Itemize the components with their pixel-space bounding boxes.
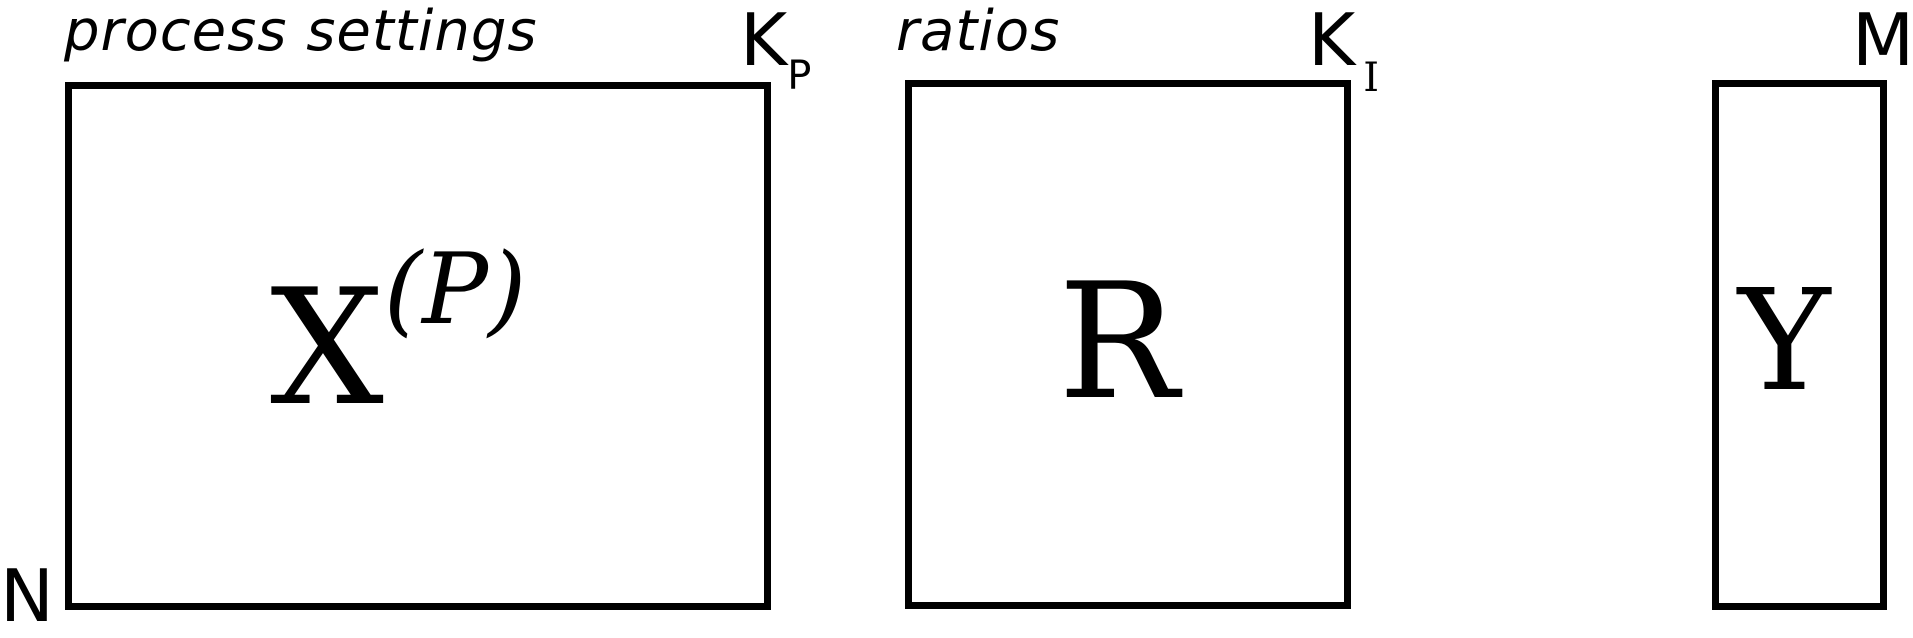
matrix-x-box <box>65 82 771 610</box>
x-rows-dim: N <box>0 554 54 638</box>
matrix-y-box <box>1712 80 1887 610</box>
matrix-r-box <box>905 80 1351 609</box>
matrix-y-symbol: Y <box>1738 260 1831 423</box>
x-cols-sub: P <box>787 53 812 99</box>
x-cols-dim: K <box>740 0 788 82</box>
x-caption: process settings <box>64 0 538 64</box>
matrix-x-symbol: X(P) <box>270 241 526 428</box>
x-superscript: (P) <box>383 233 527 347</box>
x-symbol: X <box>270 254 384 441</box>
r-cols-sub: I <box>1363 55 1380 101</box>
r-caption: ratios <box>896 0 1061 64</box>
y-cols-dim: M <box>1852 0 1913 82</box>
matrix-r-symbol: R <box>1058 248 1179 435</box>
x-cols-dim-label: KP <box>740 4 811 96</box>
r-cols-dim: K <box>1308 0 1356 82</box>
